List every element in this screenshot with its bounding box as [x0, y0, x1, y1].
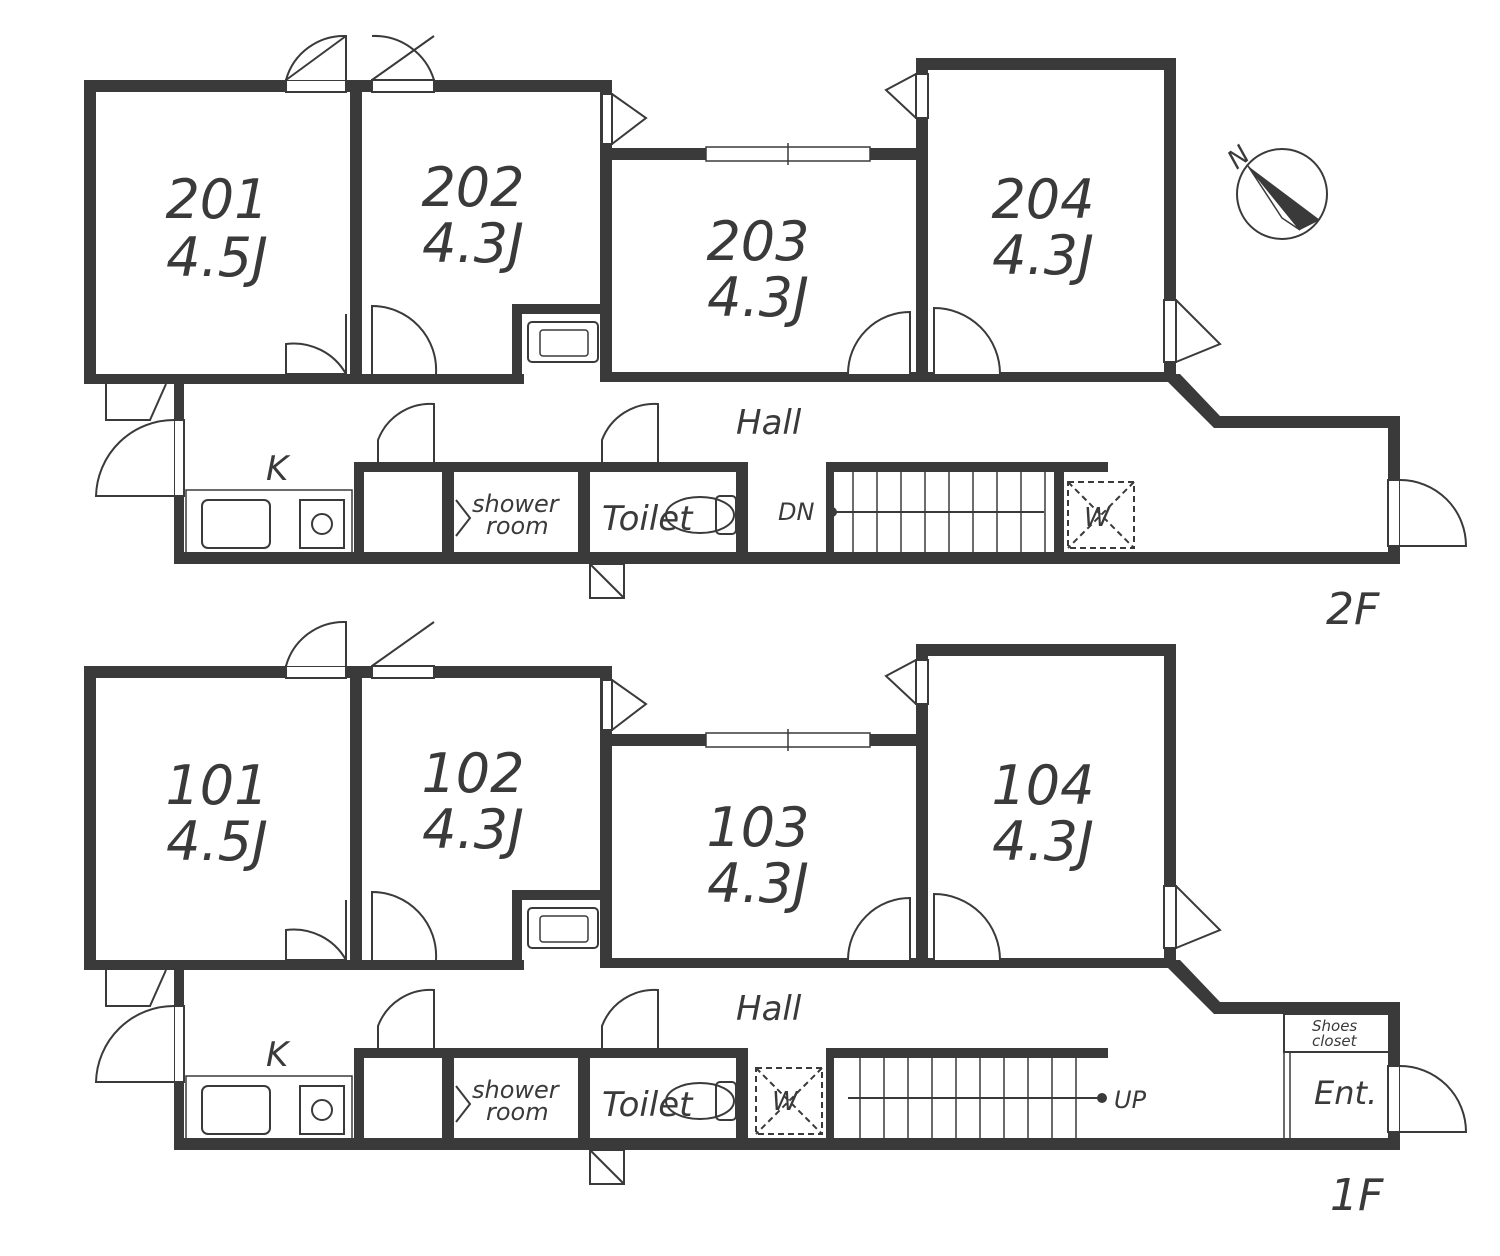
floor-1f: 101 4.5J 102 4.3J 103 4.3J 104 4.3J Hall…	[84, 620, 1468, 1221]
room-101-number: 101	[165, 754, 268, 817]
room-101-size: 4.5J	[166, 810, 268, 873]
shoes-closet-label-1: Shoes	[1312, 1017, 1357, 1035]
room-104-number: 104	[991, 754, 1094, 817]
toilet-icon	[665, 495, 737, 535]
room-204-size: 4.3J	[992, 224, 1094, 287]
entrance-label: Ent.	[1314, 1074, 1377, 1112]
floor-2f-label: 2F	[1326, 584, 1380, 635]
toilet-label: Toilet	[602, 1085, 694, 1125]
kitchen-label: K	[266, 449, 291, 489]
stairs-dn-label: DN	[778, 498, 814, 526]
room-102-number: 102	[421, 742, 524, 805]
shower-label-1: shower	[472, 490, 561, 518]
room-104-size: 4.3J	[992, 810, 1094, 873]
room-203-number: 203	[706, 210, 809, 273]
stairs-up-label: UP	[1114, 1086, 1147, 1114]
room-204-number: 204	[991, 168, 1094, 231]
washer-label: W	[772, 1087, 799, 1117]
kitchen-label: K	[266, 1035, 291, 1075]
hall-label: Hall	[736, 403, 802, 443]
room-202-number: 202	[421, 156, 524, 219]
shower-label-1: shower	[472, 1076, 561, 1104]
shoes-closet-label-2: closet	[1312, 1032, 1358, 1050]
room-103-size: 4.3J	[707, 852, 809, 915]
shower-label-2: room	[486, 512, 549, 540]
shower-label-2: room	[486, 1098, 549, 1126]
floor-2f: 201 4.5J 202 4.3J 203 4.3J 204 4.3J Hall…	[84, 34, 1468, 635]
room-103-number: 103	[706, 796, 809, 859]
room-201-size: 4.5J	[166, 226, 268, 289]
room-202-size: 4.3J	[422, 212, 524, 275]
room-102-size: 4.3J	[422, 798, 524, 861]
room-203-size: 4.3J	[707, 266, 809, 329]
washer-label: W	[1084, 503, 1111, 533]
room-201-number: 201	[165, 168, 268, 231]
toilet-label: Toilet	[602, 499, 694, 539]
toilet-icon	[665, 1081, 737, 1121]
floor-1f-label: 1F	[1330, 1170, 1384, 1221]
compass-icon: N	[1222, 140, 1328, 240]
hall-label: Hall	[736, 989, 802, 1029]
